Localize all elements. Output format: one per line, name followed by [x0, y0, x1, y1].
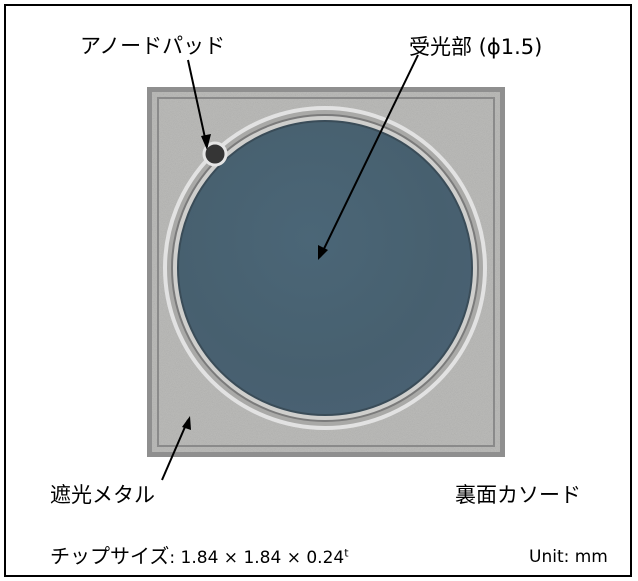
active-area-label: 受光部 (ϕ1.5)	[409, 35, 543, 59]
leader-lines	[161, 54, 419, 481]
shielding-metal-leader	[161, 419, 189, 481]
chip	[147, 87, 505, 457]
active-area-arrowhead	[318, 245, 328, 260]
arrowheads	[182, 134, 328, 430]
backside-cathode-label: 裏面カソード	[455, 483, 581, 507]
shielding-metal-arrowhead	[182, 416, 191, 430]
unit-label: Unit: mm	[529, 547, 608, 567]
anode-pad	[202, 141, 228, 167]
anode-pad-label: アノードパッド	[80, 34, 226, 58]
anode-pad-arrowhead	[201, 134, 211, 150]
anode-pad-leader	[187, 59, 208, 148]
active-area-leader	[319, 54, 419, 258]
chip-size-label: チップサイズ	[50, 544, 170, 568]
shielding-metal-label: 遮光メタル	[50, 483, 155, 507]
chip-inner-border	[157, 97, 495, 447]
chip-size-value: : 1.84 × 1.84 × 0.24	[169, 548, 345, 568]
active-area	[177, 120, 473, 416]
chip-size-superscript: t	[344, 546, 349, 560]
chip-size-line: チップサイズ: 1.84 × 1.84 × 0.24t	[50, 546, 349, 567]
